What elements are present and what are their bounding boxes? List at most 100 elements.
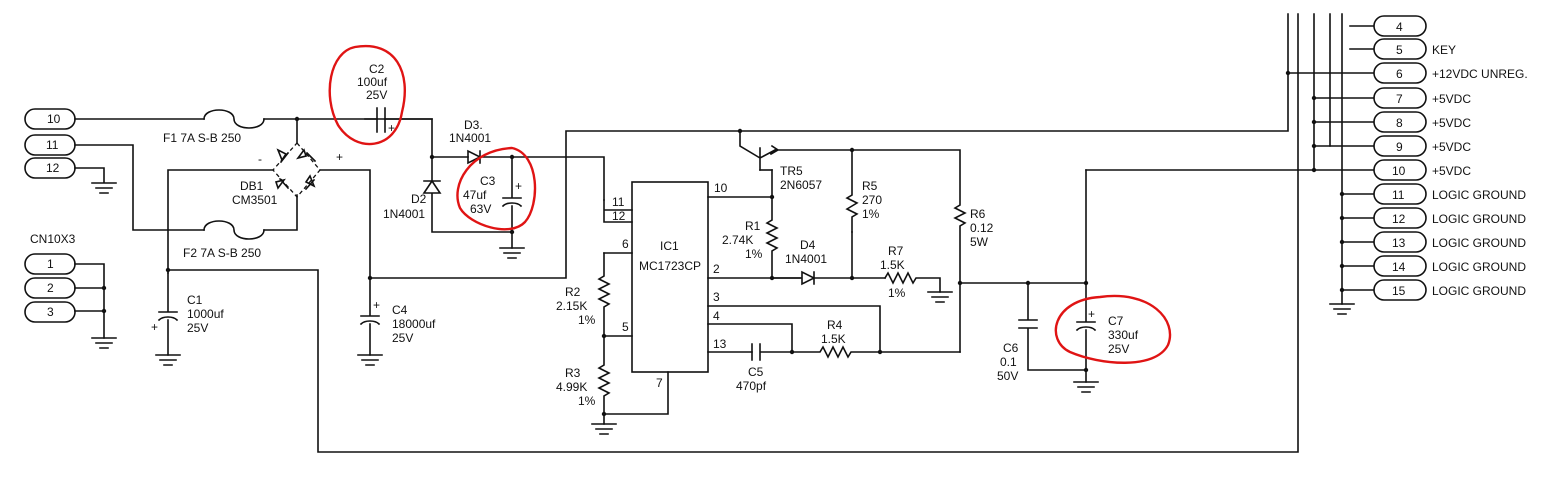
highlight-circle-c2 xyxy=(328,44,406,146)
svg-text:LOGIC GROUND: LOGIC GROUND xyxy=(1432,188,1526,202)
svg-text:7: 7 xyxy=(1396,92,1403,106)
svg-text:R5: R5 xyxy=(862,179,878,193)
svg-text:1N4001: 1N4001 xyxy=(785,252,827,266)
db1-part: CM3501 xyxy=(232,193,278,207)
diode-d4-r5-r7: D4 1N4001 R5 270 1% R7 1.5K 1% xyxy=(771,147,953,303)
svg-text:50V: 50V xyxy=(997,369,1018,383)
svg-text:R3: R3 xyxy=(565,366,581,380)
svg-text:8: 8 xyxy=(1396,116,1403,130)
pin-label: 2 xyxy=(47,281,54,295)
svg-text:R1: R1 xyxy=(745,219,761,233)
svg-text:1.5K: 1.5K xyxy=(821,332,846,346)
svg-text:2.74K: 2.74K xyxy=(722,233,753,247)
svg-text:11: 11 xyxy=(1392,188,1405,202)
svg-text:1%: 1% xyxy=(745,247,763,261)
capacitor-c5: C5 470pf xyxy=(736,343,793,393)
svg-text:C5: C5 xyxy=(748,365,764,379)
svg-text:6: 6 xyxy=(1396,67,1403,81)
svg-text:12: 12 xyxy=(1392,212,1406,226)
svg-text:13: 13 xyxy=(713,337,727,351)
svg-text:+5VDC: +5VDC xyxy=(1432,116,1471,130)
bridge-rectifier-db1: - + DB1 CM3501 xyxy=(232,142,343,207)
svg-text:D2: D2 xyxy=(411,192,427,206)
svg-text:LOGIC GROUND: LOGIC GROUND xyxy=(1432,236,1526,250)
ground-icon xyxy=(91,337,117,349)
svg-text:12: 12 xyxy=(612,209,626,223)
connector-wire xyxy=(74,263,105,339)
svg-text:9: 9 xyxy=(1396,140,1403,154)
pin-label: 11 xyxy=(46,138,59,152)
output-caps-c6-c7: C6 0.1 50V + C7 330uf 25V xyxy=(997,169,1375,393)
capacitor-c4: + C4 18000uf 25V xyxy=(357,13,1289,366)
transistor-tr5: TR5 2N6057 R1 2.74K 1% xyxy=(722,128,853,281)
svg-text:2: 2 xyxy=(713,262,720,276)
svg-text:2N6057: 2N6057 xyxy=(780,178,822,192)
svg-text:4: 4 xyxy=(713,309,720,323)
svg-text:LOGIC GROUND: LOGIC GROUND xyxy=(1432,212,1526,226)
svg-text:+5VDC: +5VDC xyxy=(1432,164,1471,178)
svg-text:5: 5 xyxy=(622,320,629,334)
svg-text:R2: R2 xyxy=(565,285,581,299)
svg-text:1%: 1% xyxy=(578,394,596,408)
left-connector-bottom: CN10X3 1 2 3 xyxy=(24,232,117,349)
svg-text:C7: C7 xyxy=(1108,314,1124,328)
svg-text:25V: 25V xyxy=(1108,342,1129,356)
db1-ref: DB1 xyxy=(240,179,264,193)
svg-text:C4: C4 xyxy=(392,303,408,317)
svg-text:D3.: D3. xyxy=(464,118,483,132)
svg-text:C1: C1 xyxy=(187,293,203,307)
pin-label: 3 xyxy=(47,305,54,319)
svg-text:+: + xyxy=(373,298,380,312)
svg-text:1000uf: 1000uf xyxy=(187,307,224,321)
svg-text:25V: 25V xyxy=(392,331,413,345)
fuse-f1-label: F1 7A S-B 250 xyxy=(163,131,241,145)
svg-text:+: + xyxy=(336,150,343,164)
svg-text:IC1: IC1 xyxy=(660,239,679,253)
fuse-f1-icon xyxy=(203,109,265,129)
svg-text:100uf: 100uf xyxy=(357,75,388,89)
ic1-mc1723cp: IC1 MC1723CP 11 12 10 6 2 3 4 5 13 7 xyxy=(603,181,881,415)
resistor-r4: R4 1.5K xyxy=(789,318,961,359)
svg-text:LOGIC GROUND: LOGIC GROUND xyxy=(1432,260,1526,274)
svg-text:14: 14 xyxy=(1392,260,1406,274)
svg-text:R4: R4 xyxy=(827,318,843,332)
svg-text:R6: R6 xyxy=(970,207,986,221)
svg-text:+: + xyxy=(515,179,522,193)
pin-label: 1 xyxy=(47,257,54,271)
svg-text:2.15K: 2.15K xyxy=(556,299,587,313)
pin-pill-3 xyxy=(24,301,76,323)
svg-text:1N4001: 1N4001 xyxy=(383,207,425,221)
pin-label: 10 xyxy=(47,112,61,126)
svg-text:0.12: 0.12 xyxy=(970,221,994,235)
svg-text:1%: 1% xyxy=(888,286,906,300)
svg-text:5W: 5W xyxy=(970,235,989,249)
svg-text:25V: 25V xyxy=(187,321,208,335)
svg-text:+5VDC: +5VDC xyxy=(1432,92,1471,106)
svg-text:+12VDC UNREG.: +12VDC UNREG. xyxy=(1432,67,1528,81)
pin-label: 12 xyxy=(46,161,60,175)
svg-text:0.1: 0.1 xyxy=(1000,355,1017,369)
fuse-f2-icon xyxy=(203,220,265,240)
svg-text:C6: C6 xyxy=(1003,341,1019,355)
svg-text:+: + xyxy=(1088,307,1095,321)
svg-text:1.5K: 1.5K xyxy=(880,258,905,272)
diode-d3-d2-c3: D3. 1N4001 D2 1N4001 + C3 47uf 63V xyxy=(383,118,605,259)
svg-text:13: 13 xyxy=(1392,236,1406,250)
capacitor-c1: + C1 1000uf 25V xyxy=(151,272,224,366)
svg-text:6: 6 xyxy=(622,237,629,251)
svg-text:R7: R7 xyxy=(888,244,904,258)
svg-text:5: 5 xyxy=(1396,43,1403,57)
svg-text:4.99K: 4.99K xyxy=(556,380,587,394)
svg-text:KEY: KEY xyxy=(1432,43,1456,57)
svg-text:C2: C2 xyxy=(369,62,385,76)
svg-text:3: 3 xyxy=(713,290,720,304)
right-connector: 4 5 KEY 6 +12VDC UNREG. 7 +5VDC 8 +5VDC … xyxy=(1285,13,1528,315)
capacitor-c2: C2 100uf 25V + xyxy=(328,44,433,146)
svg-text:C3: C3 xyxy=(480,174,496,188)
svg-text:15: 15 xyxy=(1392,284,1406,298)
left-connector-top: 10 11 12 xyxy=(24,108,76,179)
svg-text:25V: 25V xyxy=(366,88,387,102)
highlight-circle-c3 xyxy=(456,146,537,231)
input-wiring: F1 7A S-B 250 F2 7A S-B 250 xyxy=(74,13,1299,453)
